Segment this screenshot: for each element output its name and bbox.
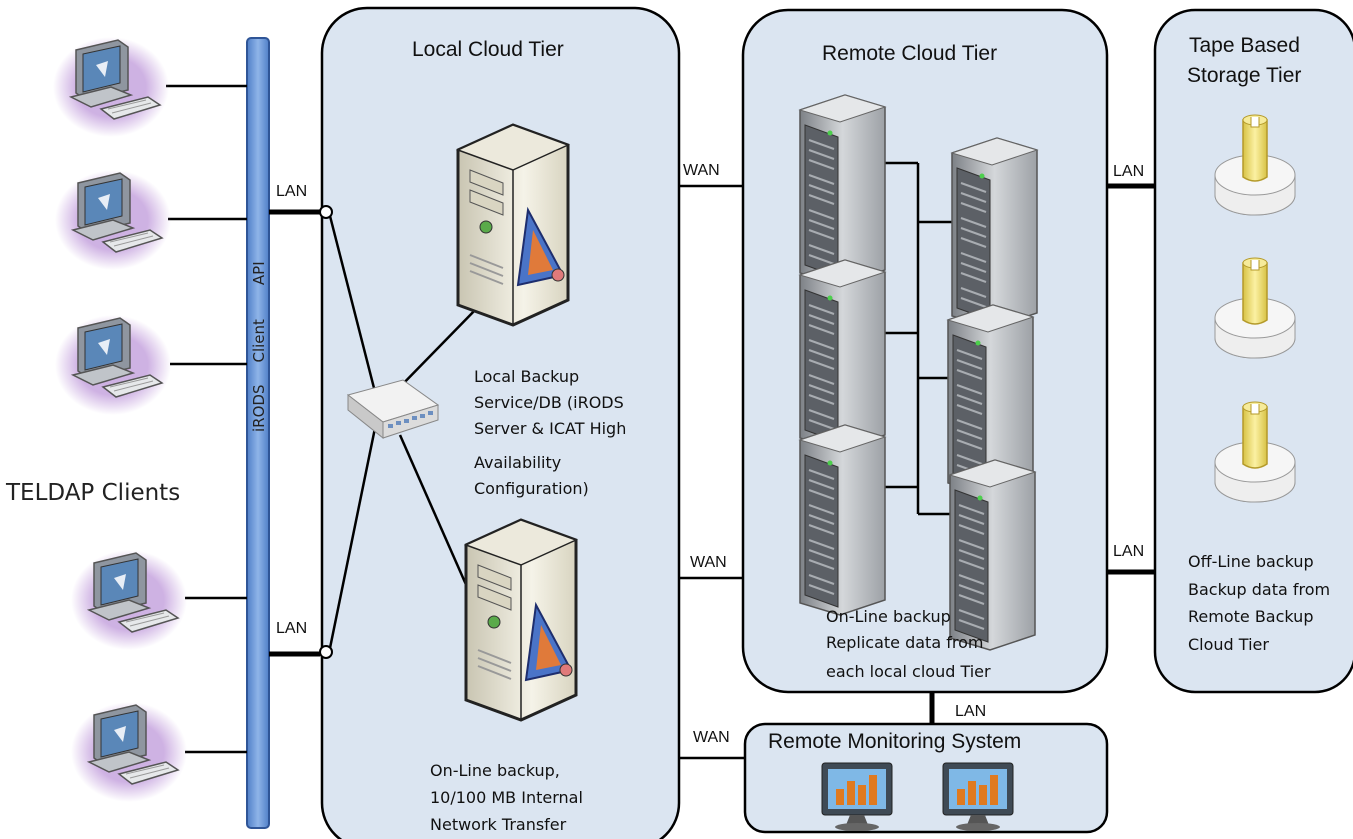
local-cloud-tier-title: Local Cloud Tier — [412, 38, 564, 61]
wan-label-top: WAN — [683, 162, 720, 179]
tape-offline-description: Off-Line backup Backup data from Remote … — [1188, 552, 1335, 654]
local-online-description: On-Line backup, 10/100 MB Internal Netwo… — [430, 761, 588, 834]
client-computer-icon — [52, 36, 170, 138]
lan-label-tape-bottom: LAN — [1113, 543, 1144, 560]
local-backup-description: Local Backup Service/DB (iRODS Server & … — [474, 367, 631, 498]
client-computer-icon — [54, 314, 172, 416]
rack-server-icon — [799, 259, 886, 451]
irods-client-api-bus — [246, 37, 270, 829]
lan-label-tape-top: LAN — [1113, 163, 1144, 180]
teldap-clients-label: TELDAP Clients — [5, 480, 180, 506]
connections — [166, 84, 1155, 760]
client-computer-icon — [70, 549, 188, 651]
remote-cloud-tier-title: Remote Cloud Tier — [822, 42, 997, 65]
client-computer-icon — [54, 169, 172, 271]
rack-server-icon — [799, 94, 886, 286]
tape-tier-title-line2: Storage Tier — [1187, 64, 1301, 87]
lan-label-bottom: LAN — [276, 620, 307, 637]
wan-label-bottom: WAN — [693, 729, 730, 746]
tape-tier-title-line1: Tape Based — [1189, 34, 1300, 57]
backup-server-icon — [456, 123, 570, 327]
remote-cloud-tier-panel — [741, 8, 1109, 694]
wan-label-middle: WAN — [690, 554, 727, 571]
rack-server-icon — [799, 424, 886, 616]
lan-label-top: LAN — [276, 183, 307, 200]
local-cloud-tier-panel — [320, 6, 681, 839]
remote-online-description: On-Line backup Replicate data from each … — [826, 607, 991, 681]
rack-server-icon — [949, 459, 1036, 651]
rack-server-icon — [951, 137, 1038, 329]
backup-server-icon — [464, 518, 578, 722]
remote-monitoring-title: Remote Monitoring System — [768, 730, 1021, 753]
client-computer-icon — [70, 701, 188, 803]
lan-label-monitor: LAN — [955, 703, 986, 720]
api-bus-label: iRODSClientAPI — [250, 261, 268, 432]
